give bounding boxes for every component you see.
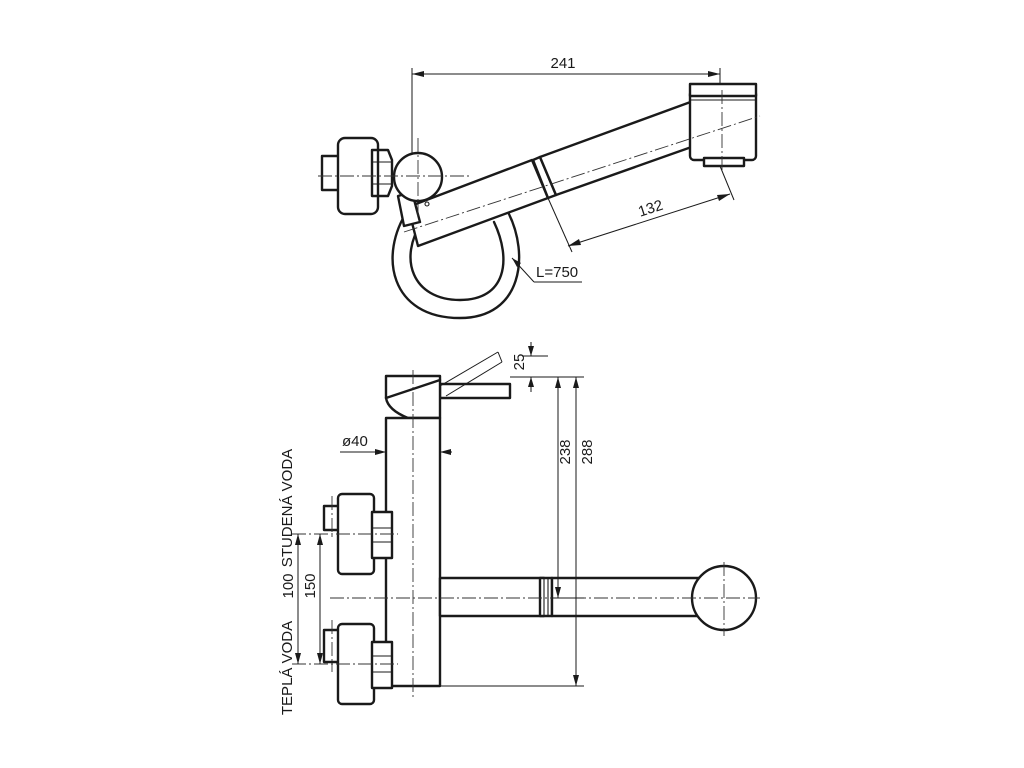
hose-length-leader: L=750 [511,257,582,283]
side-view: 25 ø40 [279,342,760,715]
dimension-132: 132 [547,165,735,253]
dimension-diameter-label: ø40 [342,433,368,450]
outlet-head [688,82,758,168]
dimension-238-label: 238 [557,439,574,464]
dimension-288-label: 288 [579,439,596,464]
dimension-diameter-40: ø40 [340,433,452,455]
dimension-heights: 238 288 [440,376,596,687]
dimension-100-label: 100 [280,573,297,598]
dimension-132-label: 132 [636,197,665,221]
dimension-spacing: 100 150 [280,534,323,664]
cold-water-label: STUDENÁ VODA [279,449,296,567]
dimension-241-label: 241 [550,55,575,72]
hot-water-label: TEPLÁ VODA [279,621,296,715]
dimension-25-label: 25 [511,354,528,371]
top-centerlines [318,90,761,233]
top-view: 241 [318,55,761,320]
hose-loop [391,208,521,320]
side-spout-arm [438,576,730,618]
lever-handle [438,351,512,400]
dimension-25: 25 [510,342,548,392]
hot-water-connector [322,622,394,706]
hose-length-label: L=750 [536,264,578,281]
side-centerlines [292,370,760,700]
dimension-150-label: 150 [302,573,319,598]
spout-front-tube [538,98,702,197]
